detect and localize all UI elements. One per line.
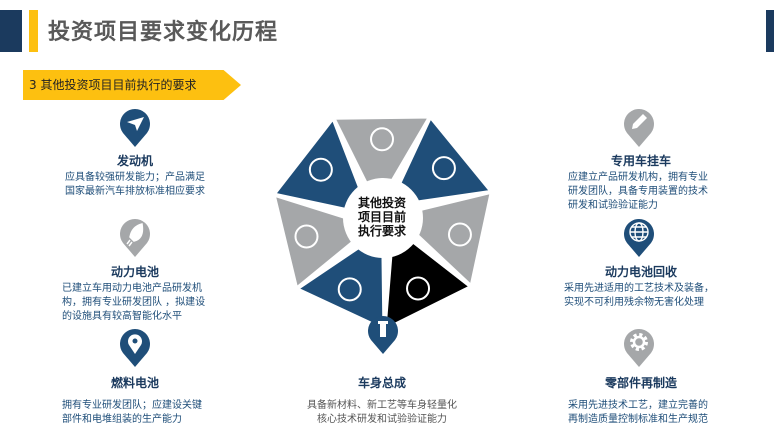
segment-icon (370, 127, 395, 152)
segment-icon (294, 224, 319, 249)
paper-plane-icon (120, 109, 150, 147)
header-accent-yellow (29, 10, 38, 52)
pencil-icon (624, 109, 654, 147)
item-title: 发动机 (116, 154, 153, 168)
center-circle (343, 178, 423, 258)
gear-icon (624, 329, 654, 367)
item-body-assembly: 车身总成具备新材料、新工艺等车身轻量化核心技术研发和试验验证能力 (287, 374, 477, 427)
item-desc: 拥有专业研发团队；应建设关键部件和电堆组装的生产能力 (62, 400, 202, 425)
item-power-battery: 动力电池已建立车用动力电池产品研发机构，拥有专业研发团队 ，拟建设的设施具有较高… (40, 263, 230, 324)
item-desc: 已建立车用动力电池产品研发机构，拥有专业研发团队 ，拟建设的设施具有较高智能化水… (62, 283, 206, 322)
item-title: 零部件再制造 (604, 376, 677, 390)
center-line-3: 执行要求 (357, 224, 406, 238)
segment-icon (431, 156, 456, 181)
center-label: 其他投资 项目目前 执行要求 (347, 196, 417, 238)
item-desc: 应具备较强研发能力；产品满足国家最新汽车排放标准相应要求 (65, 172, 205, 197)
tool-icon (368, 316, 398, 354)
center-line-2: 项目目前 (357, 210, 406, 224)
item-title: 动力电池 (110, 265, 159, 279)
item-title: 车身总成 (357, 376, 406, 390)
globe-icon (624, 219, 654, 257)
item-title: 动力电池回收 (604, 265, 677, 279)
item-remanufacturing: 零部件再制造采用先进技术工艺，建立完善的再制造质量控制标准和生产规范 (546, 374, 736, 427)
item-title: 燃料电池 (110, 376, 159, 390)
item-battery-recycling: 动力电池回收采用先进适用的工艺技术及装备，实现不可利用残余物无害化处理 (546, 263, 736, 310)
segment-icon (447, 222, 472, 247)
header-accent-navy (0, 10, 22, 52)
page-title: 投资项目要求变化历程 (48, 20, 279, 45)
item-desc: 采用先进技术工艺，建立完善的再制造质量控制标准和生产规范 (568, 400, 708, 425)
section-banner: 3 其他投资项目目前执行的要求 (23, 70, 241, 100)
rocket-icon (120, 219, 150, 257)
item-title: 专用车挂车 (610, 154, 671, 168)
item-desc: 应建立产品研发机构，拥有专业研发团队，具备专用装置的技术研发和试验验证能力 (568, 172, 708, 211)
location-icon (120, 329, 150, 367)
item-fuel-cell: 燃料电池拥有专业研发团队；应建设关键部件和电堆组装的生产能力 (40, 374, 230, 427)
item-special-vehicle: 专用车挂车应建立产品研发机构，拥有专业研发团队，具备专用装置的技术研发和试验验证… (546, 152, 736, 213)
item-desc: 具备新材料、新工艺等车身轻量化核心技术研发和试验验证能力 (307, 400, 457, 425)
segment-icon (406, 276, 431, 301)
segment-icon (308, 157, 333, 182)
item-engine: 发动机应具备较强研发能力；产品满足国家最新汽车排放标准相应要求 (40, 152, 230, 199)
segment-icon (337, 277, 362, 302)
item-desc: 采用先进适用的工艺技术及装备，实现不可利用残余物无害化处理 (564, 283, 714, 308)
center-line-1: 其他投资 (357, 196, 406, 210)
header-accent-right (766, 10, 774, 52)
